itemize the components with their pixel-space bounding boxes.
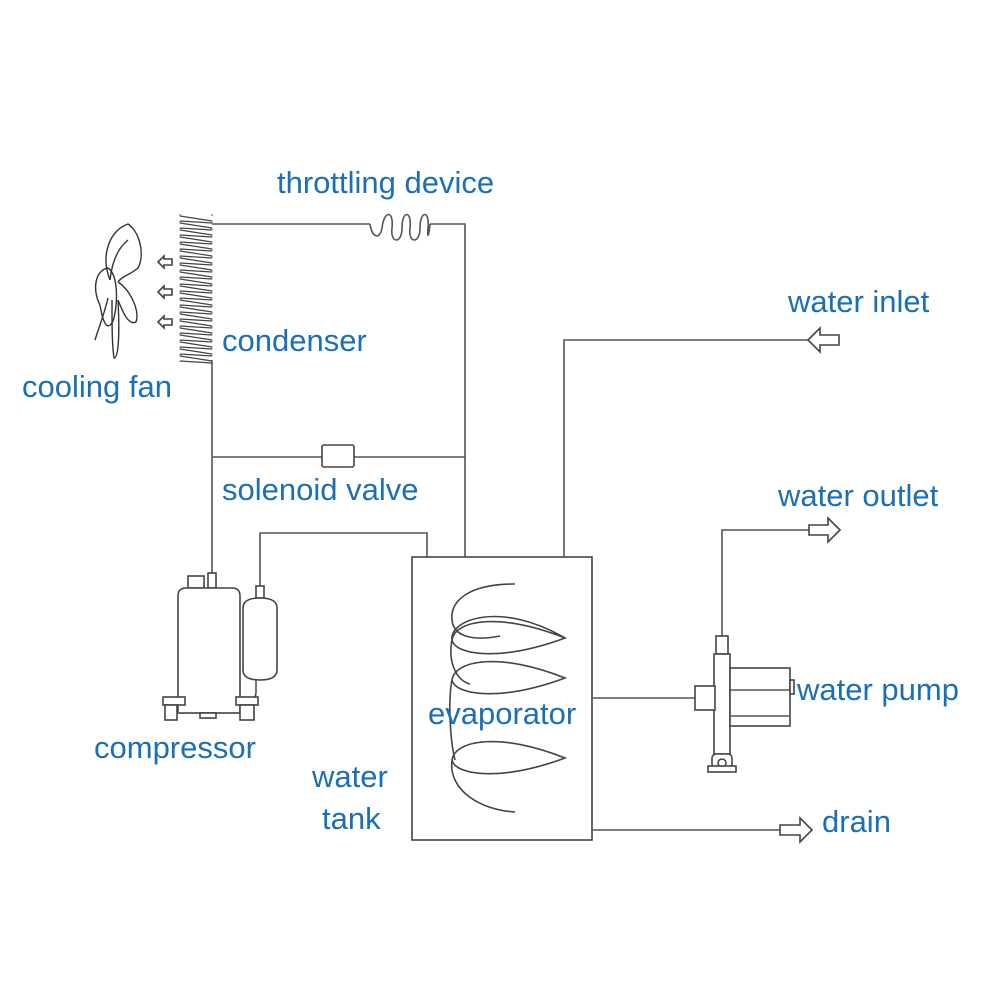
- condenser-coil-turn: [179, 306, 213, 315]
- water-outlet-label: water outlet: [778, 478, 939, 513]
- cooling-fan-icon: [94, 223, 142, 359]
- condenser-coil-turn: [179, 222, 213, 231]
- evaporator-label: evaporator: [428, 696, 577, 731]
- water-pump-label: water pump: [797, 672, 959, 707]
- water-piping: [563, 339, 815, 831]
- condenser-coil-turn: [179, 341, 213, 350]
- condenser-coil-turn: [179, 229, 213, 238]
- condenser-coil-turn: [179, 292, 213, 301]
- water-inlet-arrow-icon: [806, 326, 840, 354]
- condenser-label: condenser: [222, 323, 367, 358]
- pipe-pump-to-outlet: [721, 529, 810, 640]
- pipe-compressor-suction: [259, 532, 428, 588]
- water-outlet-arrow-icon: [808, 516, 842, 544]
- solenoid-valve-label: solenoid valve: [222, 472, 419, 507]
- water-tank-body: [411, 556, 593, 841]
- water-tank-label-line1: water: [312, 759, 388, 794]
- throttling-device-coil: [369, 213, 431, 241]
- compressor-label: compressor: [94, 730, 256, 765]
- condenser-coil-turn: [179, 285, 213, 294]
- condenser-coil-turn: [179, 236, 213, 245]
- airflow-arrow-icon: [156, 254, 173, 270]
- condenser-coil-turn: [179, 320, 213, 329]
- airflow-arrow-icon: [156, 314, 173, 330]
- condenser-coil-turn: [179, 271, 213, 280]
- condenser-coil-turn: [179, 334, 213, 343]
- condenser-coil-turn: [179, 299, 213, 308]
- compressor-icon: [162, 572, 278, 721]
- water-tank-label-line2: tank: [322, 801, 381, 836]
- pipe-throttle-to-evaporator: [430, 223, 466, 557]
- condenser-coil-turn: [179, 313, 213, 322]
- drain-label: drain: [822, 804, 891, 839]
- condenser-coil-turn: [179, 257, 213, 266]
- drain-arrow-icon: [779, 816, 814, 844]
- airflow-arrows: [156, 254, 173, 330]
- condenser-coil-turn: [179, 250, 213, 259]
- water-pump-icon: [694, 635, 795, 773]
- condenser-coil: [179, 214, 213, 364]
- airflow-arrow-icon: [156, 284, 173, 300]
- solenoid-valve-body: [321, 444, 355, 468]
- water-inlet-label: water inlet: [788, 284, 930, 319]
- pipe-inlet: [563, 339, 815, 557]
- evaporator-coil: [449, 583, 568, 813]
- condenser-coil-turn: [179, 215, 213, 224]
- condenser-coil-turn: [179, 348, 213, 357]
- throttling-device-label: throttling device: [277, 165, 495, 200]
- condenser-coil-turn: [179, 278, 213, 287]
- cooling-fan-label: cooling fan: [22, 369, 172, 404]
- condenser-coil-turn: [179, 264, 213, 273]
- refrigerant-piping: [211, 223, 466, 588]
- condenser-coil-turn: [179, 327, 213, 336]
- condenser-coil-turn: [179, 243, 213, 252]
- condenser-coil-turn: [179, 355, 213, 364]
